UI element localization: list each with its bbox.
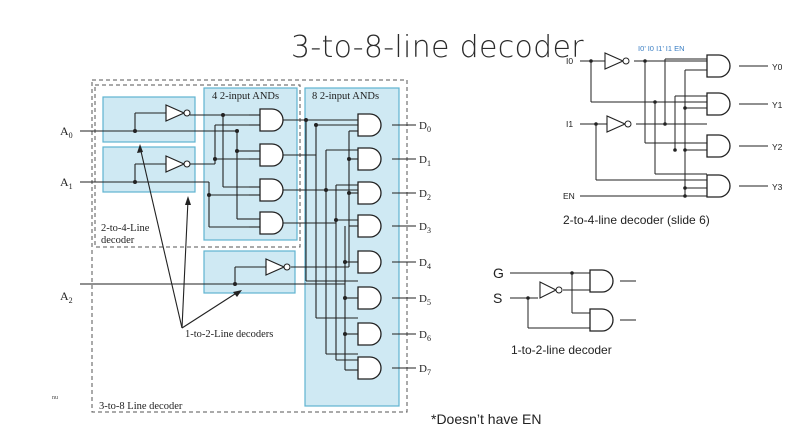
- 2to4-header: I0’ I0 I1’ I1 EN: [638, 44, 685, 53]
- 3to8-dashed-boundary: [91, 79, 408, 413]
- 2to4-input-en: EN: [563, 191, 575, 201]
- 2to4-input-i0: I0: [566, 56, 573, 66]
- box-8-ands: [304, 87, 400, 407]
- subscript-digit: 0: [427, 125, 431, 134]
- input-a1-text: A1: [60, 175, 73, 191]
- 2to4-input-i1: I1: [566, 119, 573, 129]
- output-d2-label: D2: [419, 188, 431, 202]
- side-mark: nu: [52, 395, 58, 401]
- subscript-digit: 7: [427, 368, 431, 377]
- subscript-digit: 6: [427, 334, 431, 343]
- input-a0-label: A0: [60, 124, 73, 140]
- output-d7-label: D7: [419, 363, 431, 377]
- output-d4-label: D4: [419, 257, 431, 271]
- and-gates-4: [249, 108, 284, 235]
- output-d3-label: D3: [419, 221, 431, 235]
- output-d0-label: D0: [419, 120, 431, 134]
- main-3to8-diagram: 4 2-input ANDs 8 2-input ANDs A0 A1 A2: [52, 79, 431, 413]
- header-4-ands: 4 2-input ANDs: [212, 91, 279, 102]
- input-a2-text: A2: [60, 289, 73, 305]
- 2to4-output-y2: Y2: [772, 142, 783, 152]
- 2to4-dashed-boundary: [94, 84, 301, 248]
- arrowheads: [137, 144, 242, 297]
- main-wires: [80, 112, 416, 371]
- box-inverter-a2: [203, 250, 296, 294]
- output-d6-label: D6: [419, 329, 431, 343]
- subscript-digit: 2: [427, 193, 431, 202]
- 2to4-caption: 2-to-4-line decoder (slide 6): [563, 213, 710, 227]
- label-2to4-line2: decoder: [101, 235, 135, 246]
- slide-title: 3-to-8-line decoder: [291, 30, 584, 65]
- main-inverters: [165, 104, 291, 276]
- junction-dots: [133, 113, 351, 336]
- 1to2-caption: 1-to-2-line decoder: [511, 343, 612, 357]
- label-1to2-decoders: 1-to-2-Line decoders: [185, 329, 273, 340]
- label-2to4-line1: 2-to-4-Line: [101, 223, 150, 234]
- header-8-ands: 8 2-input ANDs: [312, 91, 379, 102]
- output-d5-label: D5: [419, 293, 431, 307]
- 2to4-output-y1: Y1: [772, 100, 783, 110]
- input-a1-label: A1: [60, 175, 73, 191]
- subscript-digit: 1: [69, 182, 73, 191]
- box-4-ands: [203, 87, 298, 241]
- box-inverter-a0: [102, 96, 196, 143]
- output-d1-label: D1: [419, 154, 431, 168]
- note-no-en: *Doesn’t have EN: [431, 411, 542, 426]
- 2to4-output-y0: Y0: [772, 62, 783, 72]
- 1to2-input-s: S: [493, 290, 502, 306]
- diagram-2to4: I0’ I0 I1’ I1 EN: [563, 44, 783, 227]
- label-3to8-decoder: 3-to-8 Line decoder: [99, 401, 183, 412]
- diagram-1to2: G S 1-to-2-line decoder: [493, 265, 636, 357]
- 2to4-output-y3: Y3: [772, 182, 783, 192]
- input-a0-text: A0: [60, 124, 73, 140]
- subscript-digit: 2: [69, 296, 73, 305]
- subscript-digit: 4: [427, 262, 431, 271]
- 1to2-input-g: G: [493, 265, 504, 281]
- subscript-digit: 5: [427, 298, 431, 307]
- subscript-digit: 3: [427, 226, 431, 235]
- input-a2-label: A2: [60, 289, 73, 305]
- subscript-digit: 1: [427, 159, 431, 168]
- subscript-digit: 0: [69, 131, 73, 140]
